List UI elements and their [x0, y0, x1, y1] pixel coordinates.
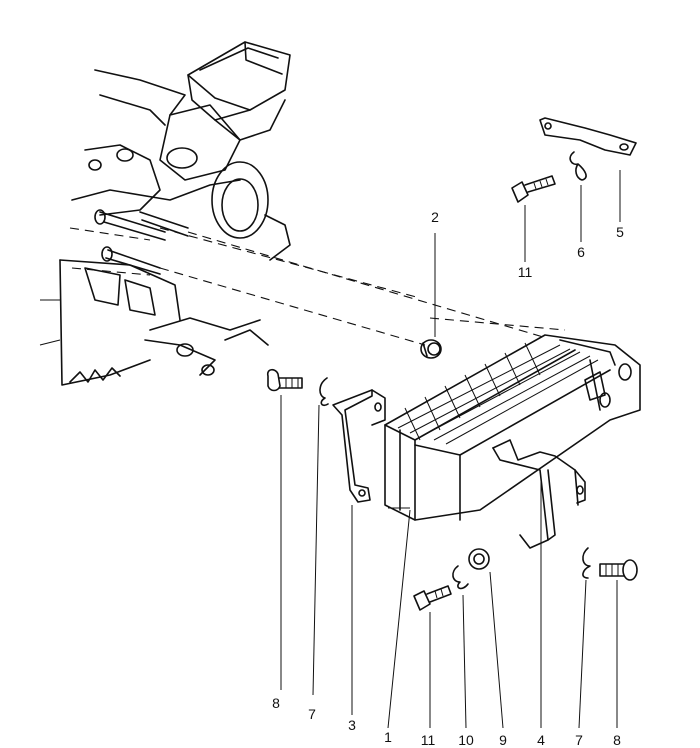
engine-block	[39, 41, 291, 386]
callout-10: 10	[458, 732, 474, 748]
lock-washer-top	[569, 151, 587, 181]
callout-7-left: 7	[308, 706, 316, 722]
bolt-bottom	[413, 585, 452, 611]
callout-8-right: 8	[613, 732, 621, 748]
bracket-right	[492, 439, 586, 549]
screw-left	[266, 368, 303, 392]
bolt-top	[511, 175, 556, 203]
callout-9: 9	[499, 732, 507, 748]
screw-right	[599, 559, 638, 581]
callout-6: 6	[577, 244, 585, 260]
callout-2: 2	[431, 209, 439, 225]
lock-washer-right	[582, 547, 591, 579]
bracket-left	[332, 389, 386, 503]
alignment-lines	[69, 227, 566, 346]
mounting-strap	[539, 117, 637, 156]
callout-labels: 2 5 6 11 8 7 3 1 11 10 9 4 7 8	[272, 209, 624, 748]
callout-11-bottom: 11	[421, 732, 436, 748]
lock-washer-bottom	[452, 565, 469, 590]
callout-7-right: 7	[575, 732, 583, 748]
lock-washer-left	[319, 377, 329, 407]
oil-cooler	[384, 334, 641, 521]
washer	[468, 548, 490, 570]
callout-4: 4	[537, 732, 545, 748]
grommet	[420, 339, 442, 359]
callout-5: 5	[616, 224, 624, 240]
callout-11-top: 11	[518, 264, 533, 280]
callout-1: 1	[384, 729, 392, 745]
stud-bolts	[94, 209, 189, 275]
callout-3: 3	[348, 717, 356, 733]
callout-8-left: 8	[272, 695, 280, 711]
leader-lines	[280, 170, 621, 729]
